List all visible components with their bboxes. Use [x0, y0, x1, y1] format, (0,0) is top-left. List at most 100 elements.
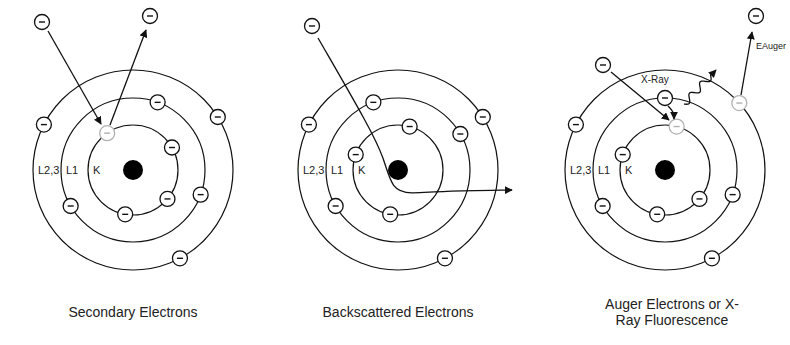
electron-symbol	[383, 207, 398, 222]
caption-text: Auger Electrons or X-Ray Fluorescence	[602, 296, 742, 328]
minus-sign	[600, 205, 606, 206]
electron-circle	[383, 207, 398, 222]
electron-circle	[193, 187, 208, 202]
minus-sign	[736, 102, 742, 103]
minus-sign	[309, 25, 315, 26]
minus-sign	[333, 205, 339, 206]
nucleus	[123, 160, 143, 180]
electron-symbol	[301, 117, 316, 132]
electron-shell	[565, 70, 765, 270]
electron-path-arrow	[48, 31, 101, 124]
minus-sign	[104, 132, 110, 133]
atom-model	[33, 70, 233, 270]
shell-label: L2,3	[38, 164, 59, 177]
electron-symbol	[692, 191, 707, 206]
electron-symbol	[143, 9, 158, 24]
electron-circle	[453, 127, 468, 142]
electron-shell	[326, 98, 470, 242]
electron-circle	[568, 117, 583, 132]
electron-circle	[732, 96, 747, 111]
electron-path-arrow	[611, 72, 669, 120]
electron-circle	[749, 9, 764, 24]
shell-label: K	[358, 164, 365, 177]
minus-sign	[39, 21, 45, 22]
electron-symbol	[172, 251, 187, 266]
electron-circle	[669, 119, 684, 134]
minus-sign	[387, 214, 393, 215]
electron-shell	[353, 125, 443, 215]
minus-sign	[654, 214, 660, 215]
electron-symbol	[615, 147, 630, 162]
electron-circle	[305, 19, 320, 34]
electron-symbol	[669, 119, 684, 134]
minus-sign	[620, 154, 626, 155]
minus-sign	[730, 194, 736, 195]
electron-circle	[437, 251, 452, 266]
electron-path-arrow	[741, 32, 752, 95]
atom-model	[565, 70, 765, 270]
electron-circle	[650, 207, 665, 222]
electron-path-arrow	[110, 30, 146, 125]
electron-circle	[328, 199, 343, 214]
caption-text: Secondary Electrons	[33, 304, 233, 320]
electron-circle	[615, 147, 630, 162]
electron-circle	[35, 15, 50, 30]
shell-label: L1	[66, 164, 78, 177]
minus-sign	[198, 194, 204, 195]
electron-circle	[596, 58, 611, 73]
nucleus	[655, 160, 675, 180]
electron-symbol	[568, 117, 583, 132]
electron-circle	[36, 117, 51, 132]
electron-circle	[143, 9, 158, 24]
shell-label: L2,3	[570, 164, 591, 177]
caption-text: Backscattered Electrons	[298, 304, 498, 320]
minus-sign	[696, 198, 702, 199]
electron-circle	[118, 207, 133, 222]
electron-shell	[298, 70, 498, 270]
minus-sign	[370, 102, 376, 103]
electron-circle	[348, 147, 363, 162]
electron-symbol	[658, 91, 673, 106]
electron-symbol	[118, 207, 133, 222]
electron-circle	[301, 117, 316, 132]
electron-symbol	[150, 95, 165, 110]
minus-sign	[600, 64, 606, 65]
electron-path-arrow	[668, 106, 674, 119]
minus-sign	[215, 116, 221, 117]
minus-sign	[662, 97, 668, 98]
nucleus	[388, 160, 408, 180]
minus-sign	[306, 124, 312, 125]
minus-sign	[122, 214, 128, 215]
electron-path-arrow	[318, 38, 512, 193]
minus-sign	[41, 124, 47, 125]
minus-sign	[147, 15, 153, 16]
electron-symbol	[36, 117, 51, 132]
minus-sign	[480, 116, 486, 117]
minus-sign	[442, 258, 448, 259]
minus-sign	[573, 124, 579, 125]
minus-sign	[353, 154, 359, 155]
minus-sign	[164, 198, 170, 199]
energy-label: EAuger	[755, 41, 787, 51]
shell-label: K	[93, 164, 100, 177]
electron-circle	[725, 187, 740, 202]
electron-shell	[88, 125, 178, 215]
electron-symbol	[63, 199, 78, 214]
minus-sign	[68, 205, 74, 206]
electron-circle	[164, 140, 179, 155]
electron-symbol	[437, 251, 452, 266]
electron-symbol	[650, 207, 665, 222]
electron-circle	[658, 91, 673, 106]
emission-label: X-Ray	[640, 74, 670, 86]
minus-sign	[155, 102, 161, 103]
minus-sign	[457, 133, 463, 134]
electron-symbol	[749, 9, 764, 24]
electron-symbol	[366, 95, 381, 110]
electron-symbol	[453, 127, 468, 142]
minus-sign	[177, 258, 183, 259]
electron-symbol	[595, 199, 610, 214]
electron-shell	[61, 98, 205, 242]
electron-circle	[150, 95, 165, 110]
minus-sign	[753, 15, 759, 16]
